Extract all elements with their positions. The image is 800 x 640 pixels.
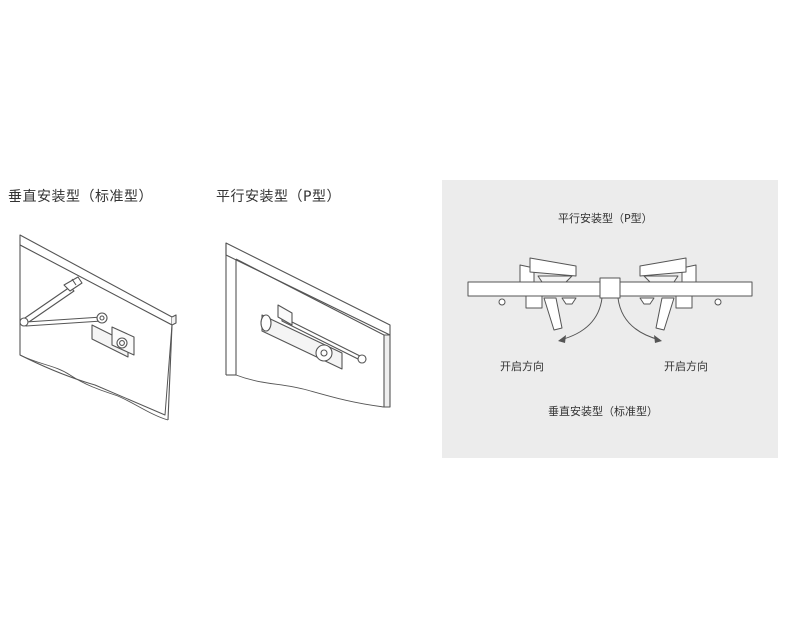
- right-opening-direction-label: 开启方向: [664, 360, 708, 373]
- plan-view-diagram: [467, 257, 753, 343]
- vertical-install-illustration: [19, 234, 177, 421]
- caption-parallel-install: 平行安装型（P型）: [216, 189, 341, 205]
- caption-vertical-install: 垂直安装型（标准型）: [8, 189, 153, 205]
- parallel-install-illustration: [225, 242, 391, 408]
- left-opening-direction-label: 开启方向: [500, 360, 544, 373]
- panel-title: 平行安装型（P型）: [558, 212, 653, 225]
- plan-view-panel: 平行安装型（P型） 开启方向 开启方向 垂直安装型（标准型）: [442, 180, 778, 458]
- panel-bottom-label: 垂直安装型（标准型）: [548, 405, 658, 418]
